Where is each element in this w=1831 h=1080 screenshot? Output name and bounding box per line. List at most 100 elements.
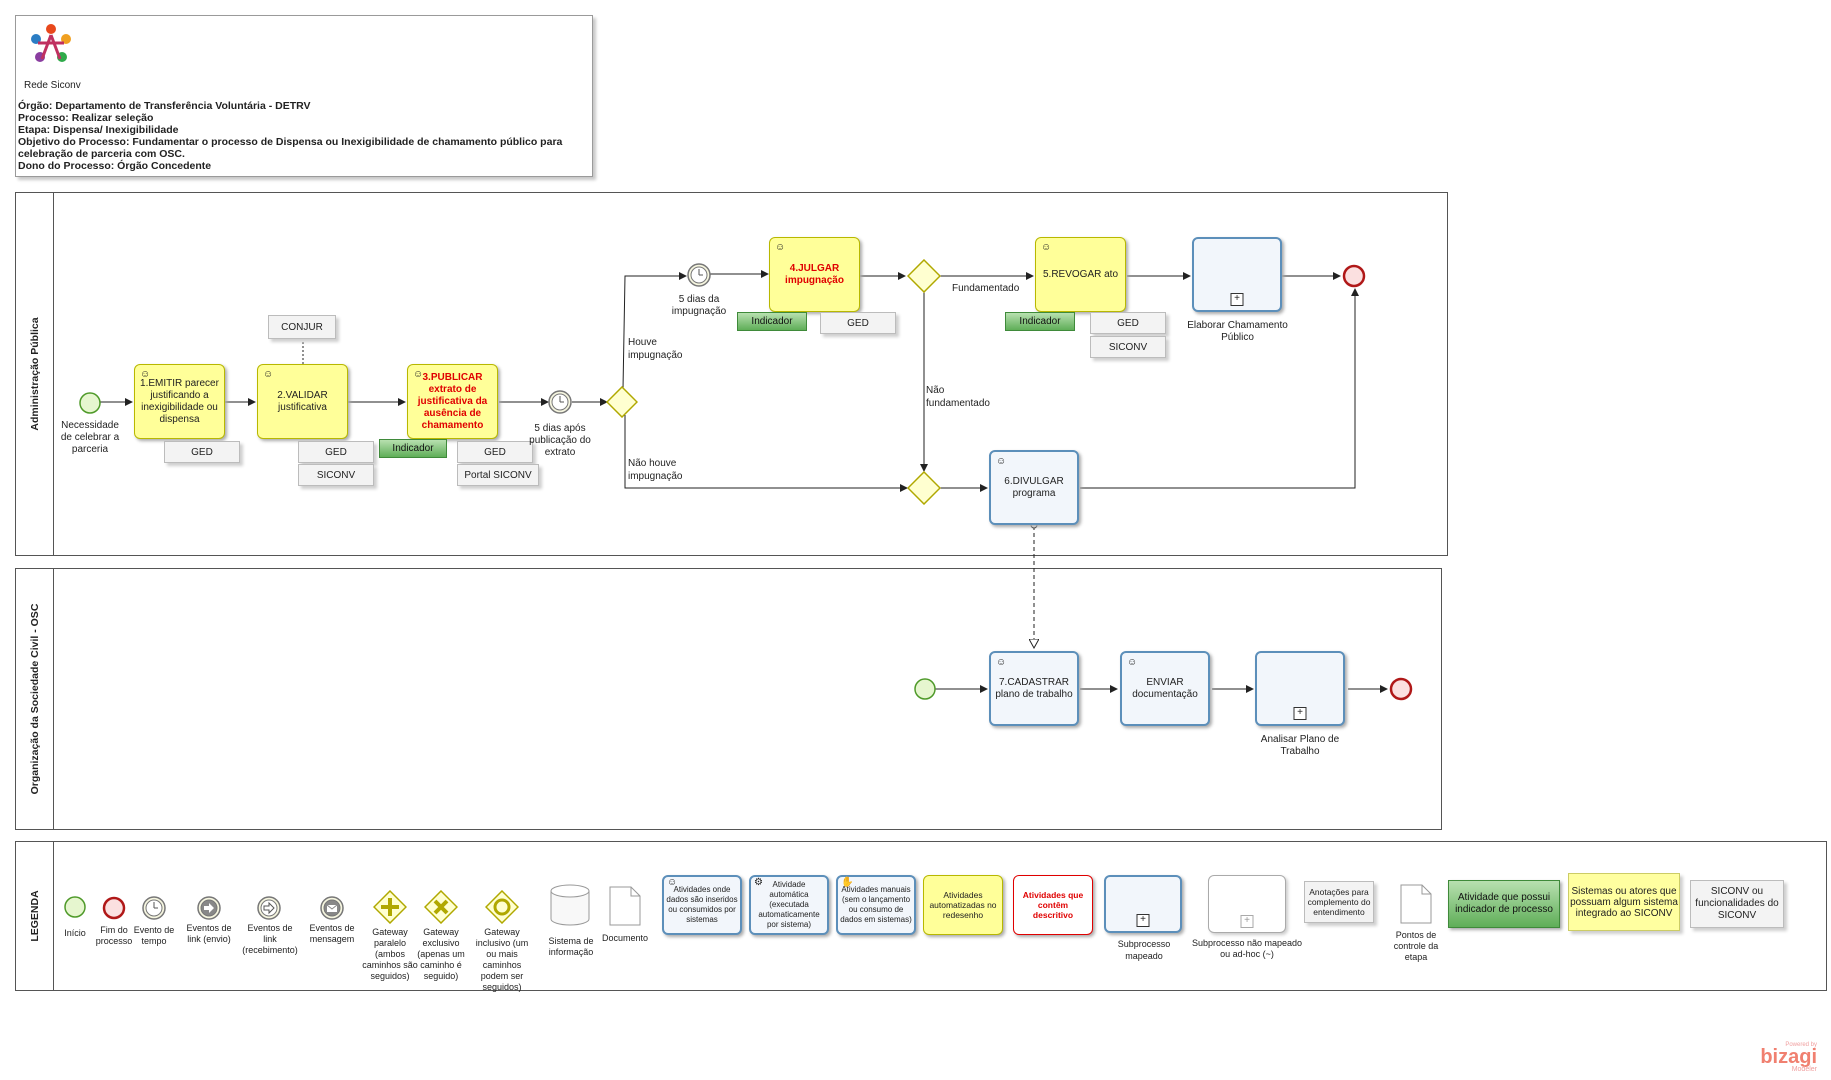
legend-documento: Documento: [601, 933, 649, 943]
task-revogar-label: 5.REVOGAR ato: [1042, 268, 1119, 280]
legend-link-send-icon: [197, 896, 221, 920]
legend-gw-exclusivo: Gateway exclusivo (apenas um caminho é s…: [417, 927, 465, 981]
legend-end-icon: [102, 896, 126, 920]
expand-icon: +: [1293, 707, 1307, 720]
user-icon: ☺: [263, 369, 274, 380]
bizagi-modeler: Modeler: [1791, 1066, 1817, 1073]
system-siconv-1: SICONV: [298, 464, 374, 486]
rede-siconv-logo: [31, 24, 71, 62]
legend-anotacoes: Anotações para complemento do entendimen…: [1304, 881, 1374, 923]
osc-end-event: [1389, 677, 1413, 701]
legend-sistemas-atores: Sistemas ou atores que possuam algum sis…: [1568, 873, 1680, 931]
user-icon: ☺: [996, 456, 1007, 467]
legend-ativ-descritivo: Atividades que contêm descritivo: [1013, 875, 1093, 935]
subprocess-analisar-plano[interactable]: +: [1255, 651, 1345, 726]
label-nao-houve: Não houve impugnação: [628, 458, 683, 482]
legend-gateway-parallel-icon: [373, 890, 407, 924]
task-julgar-label: 4.JULGAR impugnação: [785, 262, 844, 286]
legend-sub-mapeado-box: +: [1104, 875, 1182, 933]
expand-icon: +: [1230, 293, 1244, 306]
process-header: Rede Siconv Órgão: Departamento de Trans…: [15, 15, 593, 177]
legend-ativ-manual-label: Atividades manuais (sem o lançamento ou …: [840, 885, 912, 924]
logo-text: Rede Siconv: [24, 80, 81, 91]
osc-start-event: [914, 678, 936, 700]
legend-fim: Fim do processo: [95, 925, 133, 946]
indicator-badge-2: Indicador: [737, 312, 807, 331]
task-julgar-impugnacao[interactable]: ☺ 4.JULGAR impugnação: [769, 237, 860, 312]
legend-ativ-dados: ☺ Atividades onde dados são inseridos ou…: [662, 875, 742, 935]
legend-gateway-exclusive-icon: [424, 890, 458, 924]
legend-sub-nao: Subprocesso não mapeado ou ad-hoc (~): [1191, 938, 1303, 959]
legend-ativ-auto: ⚙ Atividade automática (executada automa…: [749, 875, 829, 935]
expand-icon: +: [1136, 914, 1150, 927]
legend-gateway-inclusive-icon: [485, 890, 519, 924]
lane-osc-header: Organização da Sociedade Civil - OSC: [16, 569, 54, 829]
system-ged-4: GED: [820, 312, 896, 334]
bizagi-logo-text: bizagi: [1760, 1046, 1817, 1068]
legend-tempo: Evento de tempo: [133, 925, 175, 946]
subprocess-analisar-label: Analisar Plano de Trabalho: [1260, 734, 1340, 757]
user-icon: ☺: [413, 369, 424, 380]
task-emitir-parecer[interactable]: ☺ 1.EMITIR parecer justificando a inexig…: [134, 364, 225, 439]
label-houve: Houve impugnação: [628, 337, 683, 361]
system-portal-siconv: Portal SICONV: [457, 464, 539, 486]
header-etapa: Etapa: Dispensa/ Inexigibilidade: [18, 124, 179, 136]
powered-by: Powered by: [1785, 1042, 1817, 1048]
user-icon: ☺: [775, 242, 786, 253]
subprocess-elaborar-chamamento[interactable]: +: [1192, 237, 1282, 312]
timer-1-label: 5 dias após publicação do extrato: [529, 423, 591, 458]
legend-ativ-dados-label: Atividades onde dados são inseridos ou c…: [666, 885, 738, 924]
task-publicar-extrato[interactable]: ☺ 3.PUBLICAR extrato de justificativa da…: [407, 364, 498, 439]
header-objetivo: Objetivo do Processo: Fundamentar o proc…: [18, 136, 563, 160]
legend-ativ-descritivo-label: Atividades que contêm descritivo: [1022, 890, 1084, 920]
system-ged-1: GED: [164, 441, 240, 463]
actor-conjur: CONJUR: [268, 315, 336, 339]
lane-legend-header: LEGENDA: [16, 842, 54, 990]
legend-link-envio: Eventos de link (envio): [186, 923, 232, 944]
lane-admin-header: Administração Pública: [16, 193, 54, 555]
legend-document-icon: [609, 886, 641, 926]
timer-event-1: [548, 390, 572, 414]
gear-icon: ⚙: [754, 877, 763, 888]
gateway-2: [907, 259, 941, 293]
start-label: Necessidade de celebrar a parceria: [60, 420, 120, 455]
task-publicar-label: 3.PUBLICAR extrato de justificativa da a…: [417, 371, 488, 431]
system-siconv-2: SICONV: [1090, 336, 1166, 358]
user-icon: ☺: [996, 657, 1007, 668]
task-revogar-ato[interactable]: ☺ 5.REVOGAR ato: [1035, 237, 1126, 312]
legend-link-receb: Eventos de link (recebimento): [242, 923, 298, 955]
subprocess-elaborar-label: Elaborar Chamamento Público: [1187, 320, 1288, 343]
expand-icon: +: [1240, 915, 1254, 928]
legend-ativ-auto-label: Atividade automática (executada automati…: [758, 880, 820, 929]
legend-gw-inclusivo: Gateway inclusivo (um ou mais caminhos p…: [475, 927, 529, 992]
legend-message-icon: [320, 896, 344, 920]
legend-mensagem: Eventos de mensagem: [309, 923, 355, 944]
legend-timer-icon: [142, 896, 166, 920]
legend-ativ-redesenho: Atividades automatizadas no redesenho: [923, 875, 1003, 935]
legend-sub-nao-box: +: [1208, 875, 1286, 933]
legend-gw-paralelo: Gateway paralelo (ambos caminhos são seg…: [362, 927, 418, 981]
task-enviar-documentacao[interactable]: ☺ ENVIAR documentação: [1120, 651, 1210, 726]
user-icon: ☺: [667, 877, 678, 888]
legend-link-receive-icon: [257, 896, 281, 920]
legend-indicador: Atividade que possui indicador de proces…: [1448, 880, 1560, 928]
bizagi-watermark: Powered by bizagi Modeler: [1755, 1042, 1817, 1073]
header-orgao: Órgão: Departamento de Transferência Vol…: [18, 100, 311, 112]
task-cadastrar-plano[interactable]: ☺ 7.CADASTRAR plano de trabalho: [989, 651, 1079, 726]
header-processo: Processo: Realizar seleção: [18, 112, 154, 124]
indicator-badge-1: Indicador: [379, 439, 447, 458]
task-emitir-label: 1.EMITIR parecer justificando a inexigib…: [140, 377, 219, 425]
task-validar-justificativa[interactable]: ☺ 2.VALIDAR justificativa: [257, 364, 348, 439]
system-ged-2: GED: [298, 441, 374, 463]
hand-icon: ✋: [841, 877, 854, 888]
task-divulgar-programa[interactable]: ☺ 6.DIVULGAR programa: [989, 450, 1079, 525]
legend-start-icon: [64, 896, 86, 918]
task-cadastrar-label: 7.CADASTRAR plano de trabalho: [995, 676, 1073, 700]
label-nao-fundamentado: Não fundamentado: [926, 385, 990, 409]
legend-sub-mapeado: Subprocesso mapeado: [1117, 939, 1171, 961]
legend-checkpoint-icon: [1400, 884, 1432, 924]
gateway-1: [606, 386, 638, 418]
legend-database-icon: [550, 884, 590, 926]
user-icon: ☺: [1127, 657, 1138, 668]
legend-ativ-manual: ✋ Atividades manuais (sem o lançamento o…: [836, 875, 916, 935]
